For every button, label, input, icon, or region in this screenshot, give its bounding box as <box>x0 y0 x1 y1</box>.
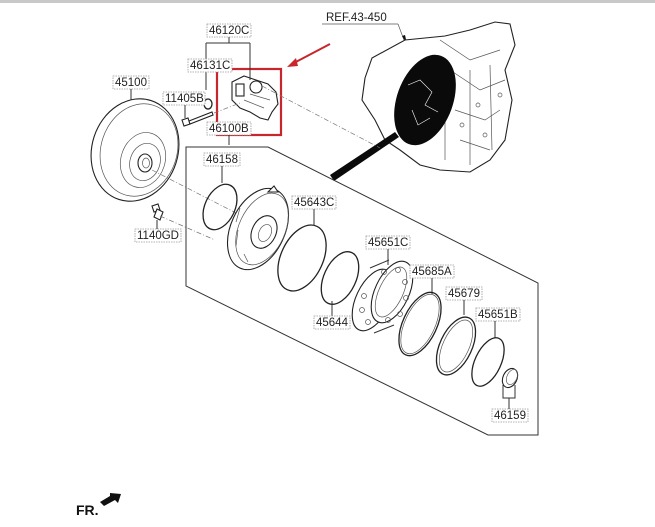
ref-text: REF.43-450 <box>326 12 387 24</box>
seal-ring-45644 <box>320 251 360 305</box>
transmission-assembly: REF.43-450 <box>322 12 516 181</box>
label-45643C: 45643C <box>291 195 337 225</box>
part-code: 46131C <box>190 60 230 72</box>
snap-ring-45685A <box>398 291 442 357</box>
label-45679: 45679 <box>445 286 483 315</box>
exploded-frame <box>185 146 539 436</box>
part-code: 45644 <box>316 317 349 329</box>
part-code: 45643C <box>294 197 334 209</box>
bolt-1140GD <box>151 203 216 241</box>
pump-mount-face <box>394 54 456 146</box>
fr-label: FR. <box>76 502 99 518</box>
label-11405B: 11405B <box>162 91 206 118</box>
plate-45679 <box>435 316 477 376</box>
part-code: 45100 <box>115 77 147 89</box>
part-code: 45651C <box>368 237 408 249</box>
oil-pump-part <box>226 185 290 271</box>
part-code: 11405B <box>165 93 204 105</box>
bolt-11405B <box>181 102 241 127</box>
part-code: 1140GD <box>137 230 179 242</box>
front-arrow-icon <box>100 493 121 506</box>
ref-label: REF.43-450 <box>326 12 387 24</box>
label-45644: 45644 <box>313 301 351 330</box>
seal-ring-45643C <box>277 224 327 292</box>
label-46158: 46158 <box>203 152 241 183</box>
top-border <box>0 0 655 3</box>
oring-46158 <box>202 183 238 231</box>
torque-converter-part <box>90 98 241 216</box>
part-code: 46120C <box>209 25 249 37</box>
label-45651B: 45651B <box>475 307 521 338</box>
snap-ring-45651B <box>471 337 505 387</box>
label-45685A: 45685A <box>409 264 455 294</box>
highlight-arrow-icon <box>291 43 331 65</box>
part-code: 45651B <box>478 309 518 321</box>
leader-band <box>330 132 399 181</box>
label-46100B: 46100B <box>206 121 252 145</box>
part-code: 45685A <box>412 266 452 278</box>
label-46120C: 46120C <box>205 23 252 90</box>
part-code: 46159 <box>494 410 526 422</box>
part-code: 45679 <box>448 288 480 300</box>
label-45651C: 45651C <box>365 235 411 265</box>
part-code: 46158 <box>206 154 238 166</box>
label-46159: 46159 <box>491 385 529 423</box>
front-direction-marker: FR. <box>76 493 121 518</box>
clutch-drum-part <box>351 259 414 334</box>
part-code: 46100B <box>209 123 249 135</box>
label-1140GD: 1140GD <box>134 220 182 243</box>
solenoid-valve-part <box>231 75 381 149</box>
label-46131C: 46131C <box>187 58 233 73</box>
